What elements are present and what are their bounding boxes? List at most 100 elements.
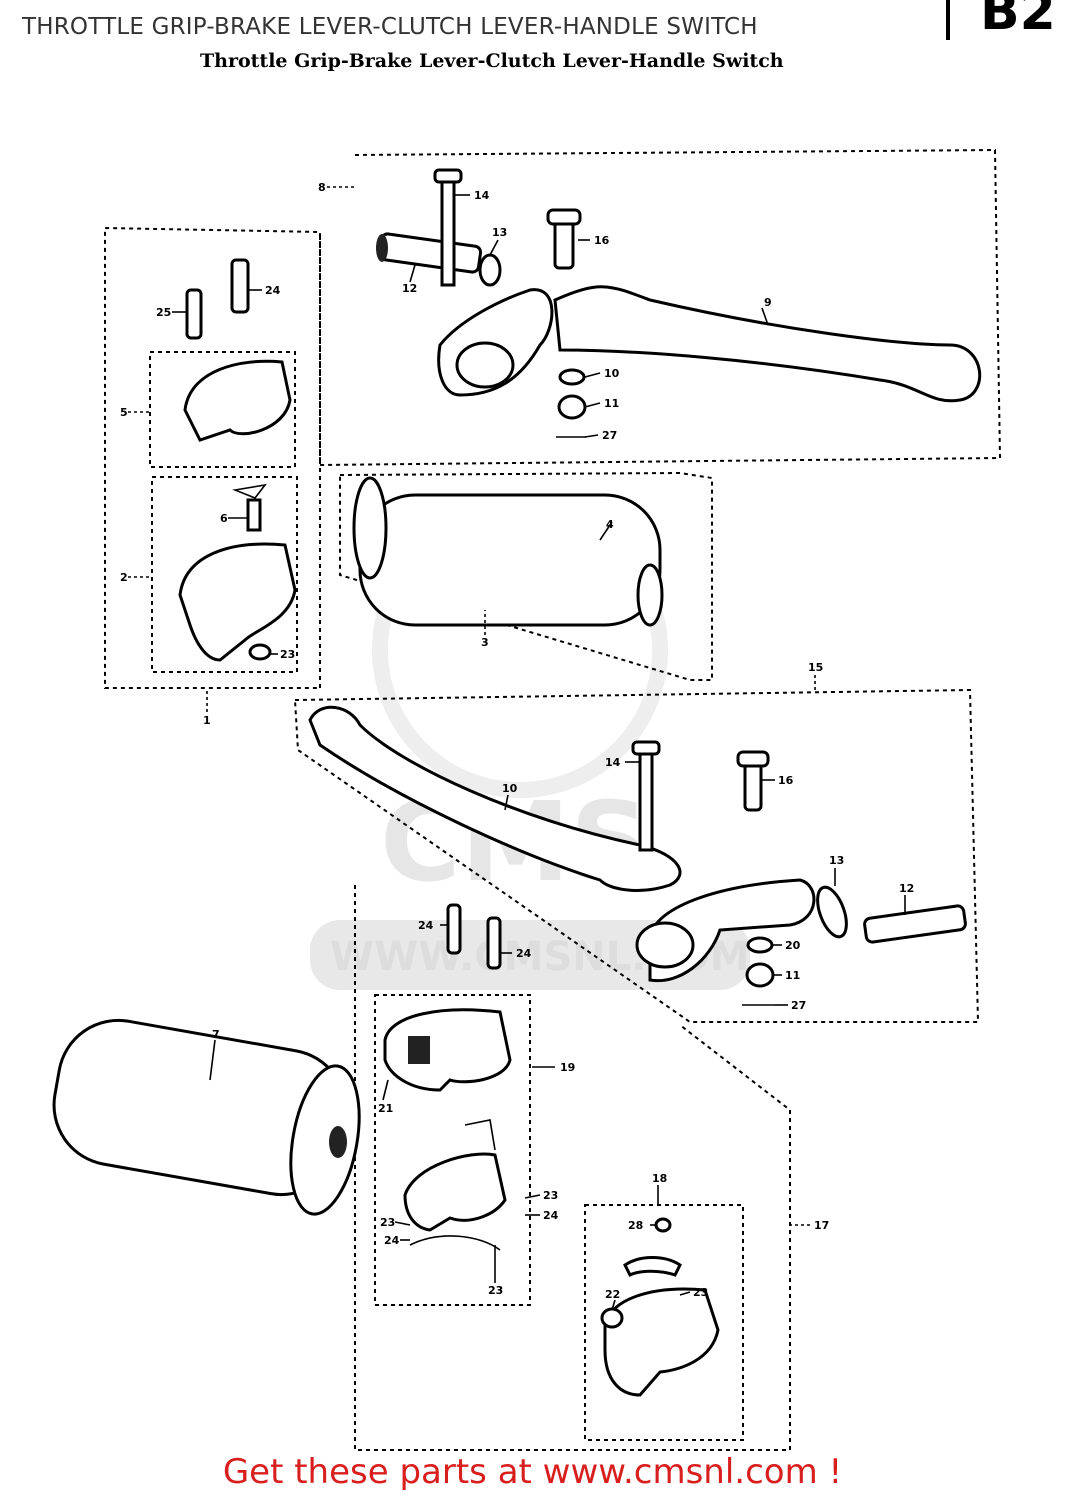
throttle-screw-6 (246, 498, 262, 532)
left-grip-flange (289, 1064, 361, 1216)
callout-6: 6 (220, 512, 228, 525)
clutch-screw (553, 218, 575, 270)
clutch-adjuster-end (376, 234, 388, 262)
brake-nut (745, 962, 775, 988)
callout-20: 20 (785, 939, 801, 952)
brake-lever (308, 705, 682, 892)
switch-spring-plate (409, 1235, 501, 1251)
callout-27: 27 (602, 429, 617, 442)
throttle-cable-end (232, 483, 267, 499)
callout-11b: 11 (785, 969, 800, 982)
callout-8: 8 (318, 181, 326, 194)
callout-16: 16 (594, 234, 610, 247)
left-grip-group (52, 1018, 361, 1216)
callout-14: 14 (474, 189, 490, 202)
switch-case-lower (403, 1152, 507, 1232)
throttle-grip-group (178, 258, 664, 662)
clutch-nut (557, 394, 587, 420)
callout-9: 9 (764, 296, 772, 309)
clutch-lever-group (376, 168, 982, 438)
switch-contact-plate (623, 1256, 682, 1278)
callout-23e: 23 (693, 1286, 708, 1299)
outline-switch-base (584, 1204, 744, 1441)
callout-1: 1 (203, 714, 211, 727)
throttle-grip (358, 493, 662, 627)
brake-adjuster-nut (816, 885, 848, 939)
callout-23d: 23 (488, 1284, 503, 1297)
switch-ball-28 (654, 1217, 672, 1233)
page-subtitle: Throttle Grip-Brake Lever-Clutch Lever-H… (200, 50, 784, 72)
outline-grip-part-3 (339, 471, 713, 681)
throttle-screw-24 (230, 258, 250, 314)
callout-23c: 23 (380, 1216, 395, 1229)
callout-17: 17 (814, 1219, 829, 1232)
callout-28: 28 (628, 1219, 643, 1232)
clutch-washer (558, 368, 586, 386)
switch-wire (464, 1119, 496, 1151)
switch-screw-24b (486, 916, 502, 970)
clutch-adjuster-nut (478, 253, 502, 287)
callout-18: 18 (652, 1172, 667, 1185)
part-callouts: 8 14 16 13 12 9 10 11 27 25 24 5 6 2 23 … (120, 181, 914, 1301)
callout-5: 5 (120, 406, 128, 419)
clutch-pivot-bolt (440, 173, 456, 287)
callout-19: 19 (560, 1061, 575, 1074)
brake-adjuster-bolt (863, 904, 967, 944)
callout-25: 25 (156, 306, 171, 319)
clutch-screw-head (546, 208, 582, 226)
outline-part-5 (149, 351, 296, 468)
callout-13: 13 (492, 226, 507, 239)
get-parts-link[interactable]: Get these parts at www.cmsnl.com ! (222, 1452, 843, 1492)
clutch-bracket-clamp (455, 341, 515, 389)
brake-washer (746, 936, 774, 954)
brake-pivot-bolt-head (631, 740, 661, 756)
callout-4: 4 (606, 518, 614, 531)
brake-bracket-clamp (635, 921, 695, 969)
throttle-grip-end (636, 563, 664, 627)
outline-handle-switch-assy (354, 885, 791, 1451)
brake-pivot-bolt (638, 748, 654, 852)
callout-16b: 16 (778, 774, 794, 787)
switch-base-housing (603, 1287, 720, 1397)
leader-lines (128, 186, 906, 1311)
left-grip-hole (329, 1126, 347, 1158)
callout-14b: 14 (605, 756, 621, 769)
throttle-cap-top (183, 359, 292, 442)
switch-case-upper (383, 1008, 512, 1092)
outline-brake-lever-assy (294, 688, 980, 1023)
page-title: THROTTLE GRIP-BRAKE LEVER-CLUTCH LEVER-H… (22, 14, 758, 40)
page-code: B2 (980, 0, 1056, 42)
callout-22: 22 (605, 1288, 620, 1301)
throttle-nut-23 (248, 643, 272, 661)
brake-lever-group (308, 705, 967, 1006)
switch-part-22 (600, 1307, 624, 1329)
callout-21: 21 (378, 1102, 393, 1115)
callout-24e: 24 (384, 1234, 400, 1247)
callout-3: 3 (481, 636, 489, 649)
callout-11: 11 (604, 397, 619, 410)
switch-screw-24a (446, 903, 462, 955)
callout-10: 10 (604, 367, 620, 380)
throttle-grip-flange (352, 476, 388, 580)
handle-switch-group (383, 903, 720, 1397)
callout-15: 15 (808, 661, 823, 674)
callout-12: 12 (402, 282, 417, 295)
callout-24d: 24 (543, 1209, 559, 1222)
brake-screw-head (736, 750, 770, 768)
callout-12b: 12 (899, 882, 914, 895)
callout-2: 2 (120, 571, 128, 584)
callout-24c: 24 (516, 947, 532, 960)
clutch-lever (553, 285, 982, 403)
callout-7: 7 (212, 1028, 220, 1041)
clutch-pivot-bolt-head (433, 168, 463, 184)
callout-23: 23 (280, 648, 295, 661)
throttle-housing-lower (178, 542, 297, 662)
group-outlines (104, 148, 1002, 1451)
outline-part-2 (151, 476, 298, 673)
clutch-adjuster-bolt (377, 232, 483, 274)
throttle-screw-25 (185, 288, 203, 340)
callout-13b: 13 (829, 854, 844, 867)
callout-10b: 10 (502, 782, 518, 795)
callout-23b: 23 (543, 1189, 558, 1202)
